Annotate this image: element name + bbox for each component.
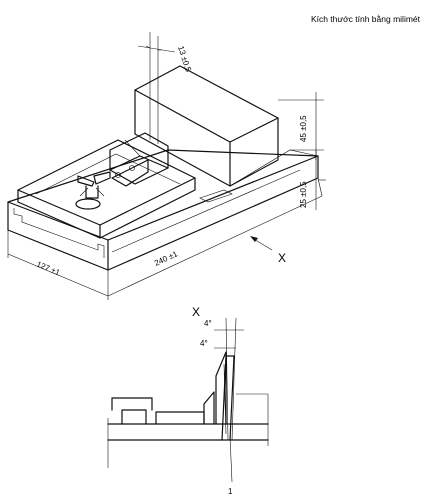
angle-label-a: 4° (204, 319, 212, 328)
dimension-127: 127 ±1 (7, 230, 109, 297)
dimension-127-label: 127 ±1 (35, 260, 61, 278)
v-block (109, 132, 169, 187)
dimension-45-label: 45 ±0,5 (299, 115, 308, 142)
upper-block (134, 65, 319, 203)
dimension-240-label: 240 ±1 (153, 249, 179, 268)
callout-label: 1 (228, 487, 233, 496)
view-direction-arrow: X (250, 236, 286, 265)
dimension-13: 13 ±0,5 (137, 32, 193, 144)
clamp-block (17, 139, 196, 239)
dimension-25-label: 25 ±0,5 (299, 181, 308, 208)
base-plate (7, 149, 319, 271)
detail-view: X 4° 4° 1 (107, 305, 269, 496)
detail-view-label: X (192, 305, 200, 319)
dimension-240: 240 ±1 (107, 177, 323, 300)
angle-label-b: 4° (200, 339, 208, 348)
dimension-25: 25 ±0,5 (299, 150, 326, 210)
unit-note: Kích thước tính bằng milimét (310, 14, 420, 24)
wing-nut (75, 171, 111, 210)
dimension-13-label: 13 ±0,5 (176, 45, 193, 74)
view-direction-label: X (278, 251, 286, 265)
dimension-45: 45 ±0,5 (278, 92, 324, 160)
